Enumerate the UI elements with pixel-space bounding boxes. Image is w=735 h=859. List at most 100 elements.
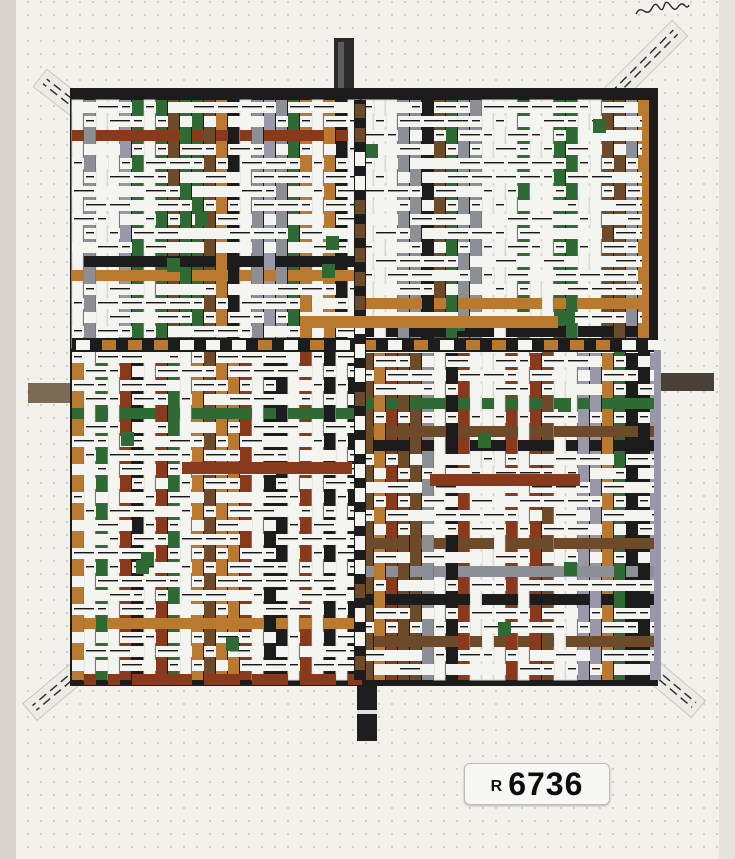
newsprint-text-line bbox=[194, 636, 202, 638]
weave-horizontal-strip bbox=[300, 422, 312, 433]
weave-horizontal-strip bbox=[324, 562, 336, 573]
weave-horizontal-strip bbox=[276, 228, 288, 239]
weave-horizontal-strip bbox=[120, 548, 144, 559]
green-print-tab bbox=[167, 258, 180, 272]
newsprint-text-line bbox=[544, 360, 564, 362]
newsprint-text-line bbox=[194, 580, 202, 582]
weave-horizontal-strip bbox=[566, 580, 590, 591]
weave-horizontal-strip bbox=[168, 632, 180, 643]
weave-horizontal-strip bbox=[362, 594, 374, 605]
newsprint-text-line bbox=[206, 482, 226, 484]
weave-horizontal-strip bbox=[120, 242, 132, 253]
weave-horizontal-strip bbox=[554, 130, 566, 141]
newsprint-text-line bbox=[314, 106, 334, 108]
weave-horizontal-strip bbox=[638, 496, 650, 507]
weave-horizontal-strip bbox=[204, 116, 216, 127]
weave-horizontal-strip bbox=[240, 298, 264, 309]
newsprint-text-line bbox=[194, 330, 214, 332]
weave-horizontal-strip bbox=[506, 102, 530, 113]
newsprint-text-line bbox=[412, 626, 420, 628]
newsprint-text-line bbox=[98, 106, 118, 108]
newsprint-text-line bbox=[520, 584, 540, 586]
weave-horizontal-strip bbox=[204, 506, 216, 517]
newsprint-text-line bbox=[640, 584, 652, 586]
newsprint-text-line bbox=[472, 416, 480, 418]
weave-horizontal-strip bbox=[362, 454, 374, 465]
newsprint-text-line bbox=[302, 204, 310, 206]
weave-horizontal-strip bbox=[578, 214, 590, 225]
weave-horizontal-strip bbox=[506, 398, 518, 409]
newsprint-text-line bbox=[556, 514, 576, 516]
weave-horizontal-strip bbox=[168, 408, 180, 419]
newsprint-text-line bbox=[170, 190, 178, 192]
weave-horizontal-strip bbox=[482, 102, 506, 113]
weave-horizontal-strip bbox=[72, 436, 96, 447]
weave-horizontal-strip bbox=[300, 394, 312, 405]
newsprint-text-line bbox=[484, 626, 504, 628]
weave-horizontal-strip bbox=[506, 270, 530, 281]
weave-horizontal-strip bbox=[506, 298, 530, 309]
weave-horizontal-strip bbox=[614, 468, 626, 479]
weave-horizontal-strip bbox=[602, 298, 626, 309]
newsprint-text-line bbox=[134, 148, 142, 150]
weave-horizontal-strip bbox=[650, 594, 654, 605]
horizontal-seam-strip bbox=[310, 340, 324, 350]
newsprint-text-line bbox=[74, 218, 94, 220]
newsprint-text-line bbox=[544, 500, 564, 502]
newsprint-text-line bbox=[338, 330, 358, 332]
newsprint-text-line bbox=[338, 496, 346, 498]
weave-horizontal-strip bbox=[132, 256, 156, 267]
weave-horizontal-strip bbox=[240, 576, 264, 587]
weave-horizontal-strip bbox=[168, 520, 180, 531]
weave-horizontal-strip bbox=[362, 130, 386, 141]
weave-horizontal-strip bbox=[192, 352, 204, 363]
weave-horizontal-strip bbox=[96, 464, 108, 475]
weave-horizontal-strip bbox=[554, 538, 578, 549]
newsprint-text-line bbox=[496, 148, 516, 150]
newsprint-text-line bbox=[436, 106, 456, 108]
newsprint-text-line bbox=[592, 500, 600, 502]
weave-horizontal-strip bbox=[578, 650, 590, 661]
weave-horizontal-strip bbox=[386, 622, 398, 633]
weave-horizontal-strip bbox=[324, 366, 336, 377]
newsprint-text-line bbox=[400, 472, 408, 474]
weave-horizontal-strip bbox=[434, 186, 458, 197]
newsprint-text-line bbox=[616, 288, 636, 290]
newsprint-text-line bbox=[290, 664, 298, 666]
newsprint-text-line bbox=[424, 416, 432, 418]
green-print-tab bbox=[593, 119, 606, 133]
green-print-tab bbox=[558, 398, 571, 412]
newsprint-text-line bbox=[206, 204, 214, 206]
weave-horizontal-strip bbox=[566, 552, 578, 563]
weave-vertical-strip bbox=[192, 350, 203, 680]
weave-horizontal-strip bbox=[72, 214, 96, 225]
weave-horizontal-strip bbox=[216, 242, 240, 253]
weave-horizontal-strip bbox=[312, 242, 336, 253]
weave-horizontal-strip bbox=[578, 510, 590, 521]
newsprint-text-line bbox=[640, 388, 652, 390]
newsprint-text-line bbox=[206, 176, 226, 178]
weave-horizontal-strip bbox=[494, 228, 506, 239]
newsprint-text-line bbox=[544, 584, 564, 586]
weave-horizontal-strip bbox=[96, 520, 120, 531]
weave-horizontal-strip bbox=[542, 228, 566, 239]
newsprint-text-line bbox=[544, 260, 564, 262]
weave-horizontal-strip bbox=[144, 576, 168, 587]
weave-horizontal-strip bbox=[590, 468, 614, 479]
weave-horizontal-strip bbox=[482, 158, 506, 169]
newsprint-text-line bbox=[484, 162, 504, 164]
newsprint-text-line bbox=[364, 374, 372, 376]
newsprint-text-line bbox=[290, 302, 298, 304]
weave-horizontal-strip bbox=[566, 284, 590, 295]
weave-horizontal-strip bbox=[602, 398, 626, 409]
newsprint-text-line bbox=[338, 190, 358, 192]
newsprint-text-line bbox=[122, 246, 130, 248]
newsprint-text-line bbox=[338, 218, 358, 220]
weave-horizontal-strip bbox=[144, 130, 168, 141]
weave-horizontal-strip bbox=[336, 130, 348, 141]
vertical-seam-strip bbox=[355, 440, 365, 454]
page-binding-edge bbox=[0, 0, 16, 859]
weave-horizontal-strip bbox=[216, 186, 240, 197]
weave-horizontal-strip bbox=[446, 144, 458, 155]
weave-horizontal-strip bbox=[144, 270, 168, 281]
